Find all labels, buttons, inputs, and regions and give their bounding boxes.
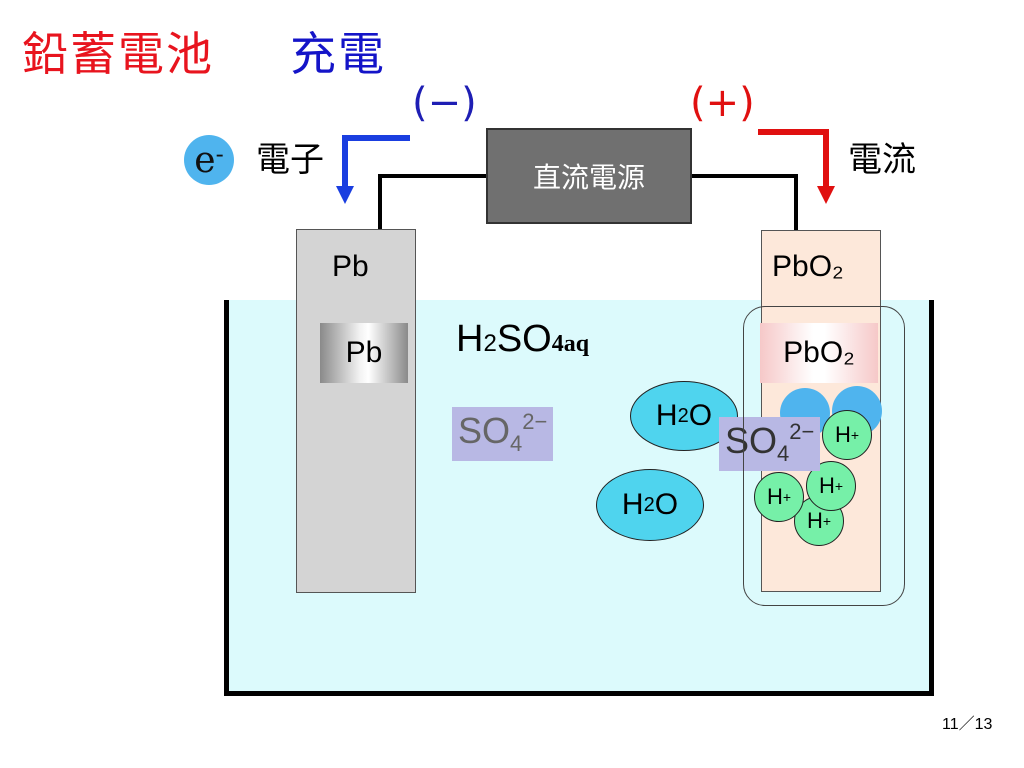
water-sub: 2 [677,404,689,427]
sulfate-base: SO [725,420,778,461]
negative-plate-label: Pb [345,336,383,369]
hydrogen-charge: + [782,489,792,505]
hydrogen-charge: + [822,513,832,529]
sulfate-ion: SO42− [719,417,821,471]
positive-terminal-label: (+) [690,80,755,126]
electron-flow-arrow [342,135,410,188]
electrolyte-formula: H2SO4aq [456,318,589,361]
sulfate-sub: 4 [777,441,790,466]
negative-plate: Pb [320,323,408,383]
negative-electrode-label: Pb [332,250,369,283]
water-tail: O [688,399,713,432]
title-main: 鉛蓄電池 [22,27,214,81]
hydrogen-base: H [818,473,835,498]
water-base: H [655,399,678,432]
page-number: 11／13 [942,716,993,733]
negative-electrode [296,229,416,593]
hydrogen-base: H [766,484,783,509]
hydrogen-ion: H+ [822,410,872,460]
electron-label: 電子 [256,140,324,180]
sulfate-sub: 4 [510,431,523,456]
electron-charge: - [215,140,224,168]
dc-power-source-label: 直流電源 [532,161,645,194]
current-flow-arrow [758,129,829,188]
reaction-highlight-frame [743,306,905,606]
negative-terminal-label: (−) [412,80,477,126]
water-tail: O [654,488,679,521]
electron-icon: e- [184,135,234,185]
positive-plate-label: PbO₂ [783,336,855,369]
current-label: 電流 [848,140,916,180]
hydrogen-charge: + [834,478,844,494]
sulfate-charge: 2− [789,419,815,444]
water-sub: 2 [643,493,655,516]
current-arrowhead [817,186,835,204]
hydrogen-charge: + [850,427,860,443]
sulfate-ion: SO42− [452,407,554,461]
electrolyte-h-sub: 2 [483,330,497,357]
electron-letter: e [194,139,216,181]
hydrogen-base: H [834,422,851,447]
positive-plate: PbO₂ [760,323,878,383]
negative-wire [378,174,486,229]
positive-wire [692,174,798,230]
sulfate-base: SO [458,410,511,451]
title-mode: 充電 [290,27,386,81]
electron-arrowhead [336,186,354,204]
water-base: H [621,488,644,521]
sulfate-charge: 2− [522,409,548,434]
electrolyte-so-sub: 4aq [551,331,590,357]
electrolyte-so: SO [496,318,552,360]
hydrogen-base: H [806,508,823,533]
electrolyte-h: H [456,318,484,360]
positive-electrode-label: PbO₂ [772,250,844,283]
dc-power-source: 直流電源 [486,128,692,224]
hydrogen-ion: H+ [754,472,804,522]
